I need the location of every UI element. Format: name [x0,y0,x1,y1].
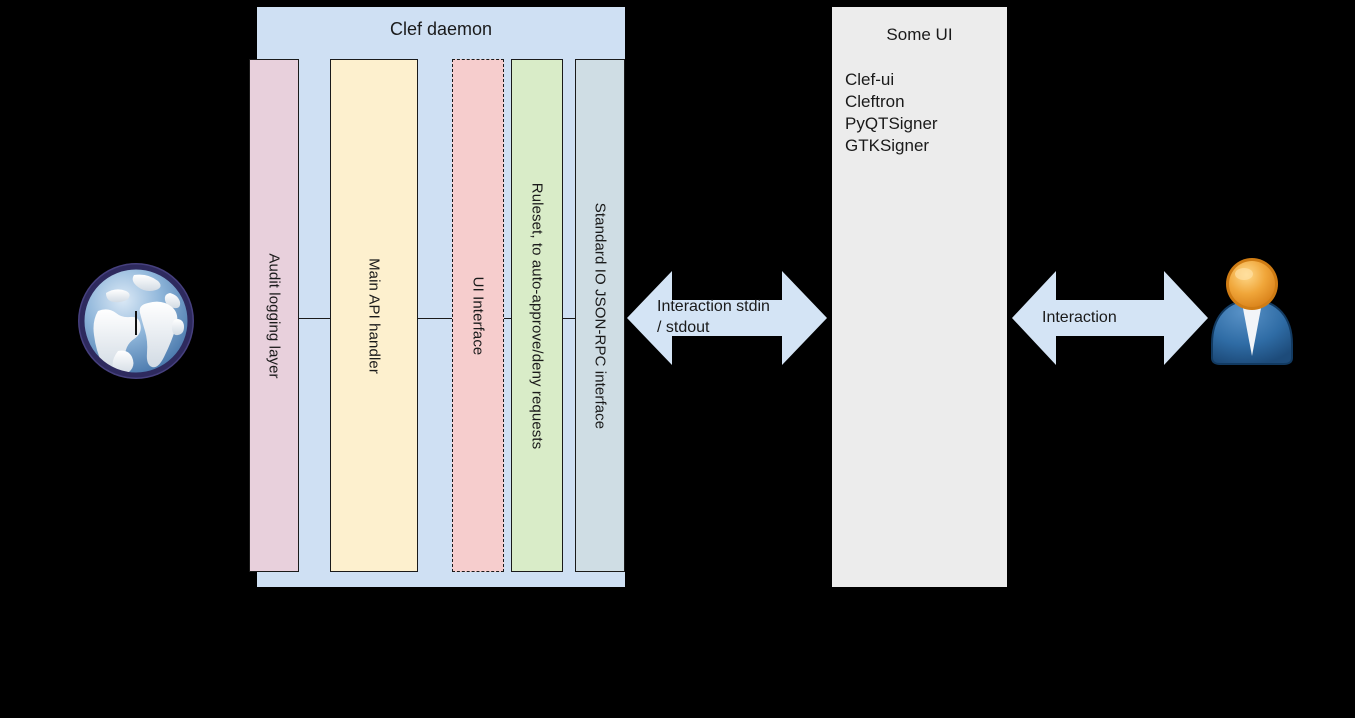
interaction-arrow-label: Interaction [1042,309,1117,326]
clef-daemon-title: Clef daemon [389,19,493,39]
some-ui-list: Clef-ui Cleftron PyQTSigner GTKSigner [845,69,938,157]
list-item: PyQTSigner [845,114,938,133]
column-label: UI Interface [469,276,487,355]
interaction-arrow: Interaction [1012,271,1208,365]
column-label: Main API handler [365,257,383,374]
column-ruleset[interactable]: Ruleset, to auto-approve/deny requests [511,59,563,572]
list-item: GTKSigner [845,136,930,155]
globe-icon [74,259,198,383]
connector-line [562,318,576,319]
column-audit-logging-layer[interactable]: Audit logging layer [249,59,299,572]
connector-line [298,318,331,319]
column-label: Audit logging layer [265,252,283,379]
column-standard-io-jsonrpc[interactable]: Standard IO JSON-RPC interface [575,59,625,572]
list-item: Clef-ui [845,70,895,89]
column-label: Standard IO JSON-RPC interface [591,202,609,429]
list-item: Cleftron [845,92,905,111]
clef-daemon-container [257,7,625,587]
connector-line [417,318,453,319]
column-main-api-handler[interactable]: Main API handler [330,59,418,572]
some-ui-title: Some UI [886,25,953,44]
connector-line [503,318,512,319]
user-icon [1204,256,1300,366]
column-label: Ruleset, to auto-approve/deny requests [528,182,546,449]
stdio-arrow-label: Interaction stdin / stdout [657,298,770,336]
stdio-arrow: Interaction stdin / stdout [627,271,827,365]
some-ui-panel[interactable]: Some UI Clef-ui Cleftron PyQTSigner GTKS… [832,7,1007,587]
column-ui-interface[interactable]: UI Interface [452,59,504,572]
